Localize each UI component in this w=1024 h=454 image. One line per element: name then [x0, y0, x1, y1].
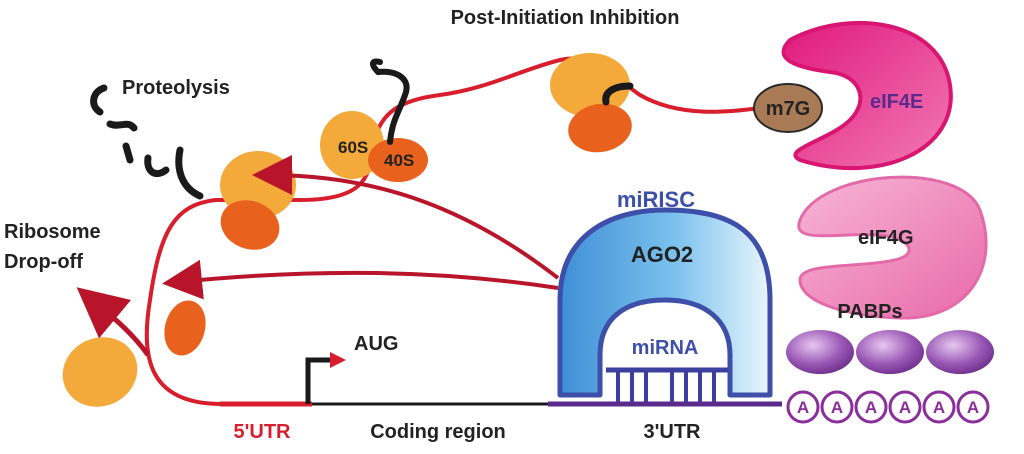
mirisc-label: miRISC [617, 187, 695, 212]
proteolysis-label: Proteolysis [122, 77, 230, 99]
m7g-label: m7G [766, 98, 810, 120]
nascent-peptide [370, 58, 410, 145]
aug-arrow-icon [330, 352, 346, 368]
peptide-fragment [106, 120, 138, 132]
polya-nucleotide [922, 390, 956, 424]
polya-nucleotide [888, 390, 922, 424]
inhibition-arrow-ribosome [252, 155, 560, 280]
ribosome3-small-subunit [568, 103, 632, 153]
ribosome2-small-subunit [220, 200, 280, 250]
pabp-protein [786, 330, 854, 374]
m7g-cap [753, 83, 823, 133]
ribosome-dropoff-label-line2: Drop-off [4, 251, 83, 273]
dropped-small-subunit [164, 300, 206, 356]
ribosome-40s [368, 138, 428, 182]
utr3-label: 3'UTR [644, 421, 702, 443]
pabp-protein [926, 330, 994, 374]
nascent-peptide [175, 146, 204, 200]
subunit-60s-label: 60S [338, 138, 368, 157]
utr5-label: 5'UTR [234, 421, 292, 443]
pabp-protein [856, 330, 924, 374]
polya-nucleotide [854, 390, 888, 424]
ago2-label: AGO2 [631, 242, 693, 267]
polya-letter: A [899, 398, 911, 417]
peptide-fragment [122, 142, 134, 164]
polya-nucleotide [956, 390, 990, 424]
aug-start-marker [305, 357, 338, 404]
coding-region-label: Coding region [370, 421, 506, 443]
subunit-40s-label: 40S [384, 151, 414, 170]
diagram-title: Post-Initiation Inhibition [451, 7, 680, 29]
eif4e-label: eIF4E [870, 91, 923, 113]
polya-nucleotide [820, 390, 854, 424]
ribosome-dropoff-label-line1: Ribosome [4, 221, 101, 243]
ribosome-60s [320, 111, 384, 179]
pabps-label: PABPs [837, 301, 902, 323]
ago2-protein [557, 207, 773, 398]
peptide-fragment [90, 84, 108, 116]
peptide-fragment [144, 154, 170, 177]
polya-letter: A [933, 398, 945, 417]
polya-nucleotide [786, 390, 820, 424]
ribosome3-large-subunit [550, 53, 630, 117]
eif4e-protein [781, 21, 953, 170]
nascent-peptide [602, 82, 634, 106]
polya-letter: A [831, 398, 843, 417]
mirna-label: miRNA [632, 337, 699, 359]
polya-letter: A [865, 398, 877, 417]
polya-letter: A [967, 398, 979, 417]
polya-letter: A [797, 398, 809, 417]
eif4g-label: eIF4G [858, 227, 914, 249]
aug-label: AUG [354, 333, 398, 355]
dropped-large-subunit [62, 337, 138, 407]
inhibition-arrow-dropoff [162, 259, 559, 300]
base-pairs [616, 370, 716, 402]
eif4g-protein [797, 175, 988, 320]
dropoff-arrow [76, 287, 151, 357]
